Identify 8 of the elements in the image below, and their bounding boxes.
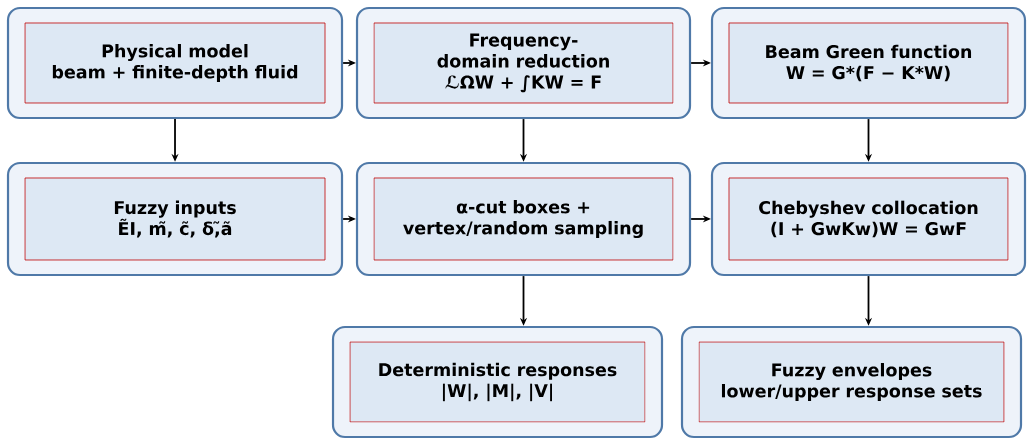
process-box: Physical model beam + finite-depth fluid [6, 6, 344, 120]
process-box: Fuzzy envelopes lower/upper response sets [680, 325, 1023, 439]
process-box: Frequency-domain reduction ℒΩW + ∫KW = F [355, 6, 692, 120]
process-box: Chebyshev collocation (I + GwKw)W = GwF [710, 161, 1027, 277]
process-box: α-cut boxes + vertex/random sampling [355, 161, 692, 277]
process-box: Fuzzy inputs ẼI, m̃, c̃, δ,̃ã [6, 161, 344, 277]
process-box: Beam Green function W = G*(F − K*W) [710, 6, 1027, 120]
process-box: Deterministic responses |W|, |M|, |V| [331, 325, 664, 439]
